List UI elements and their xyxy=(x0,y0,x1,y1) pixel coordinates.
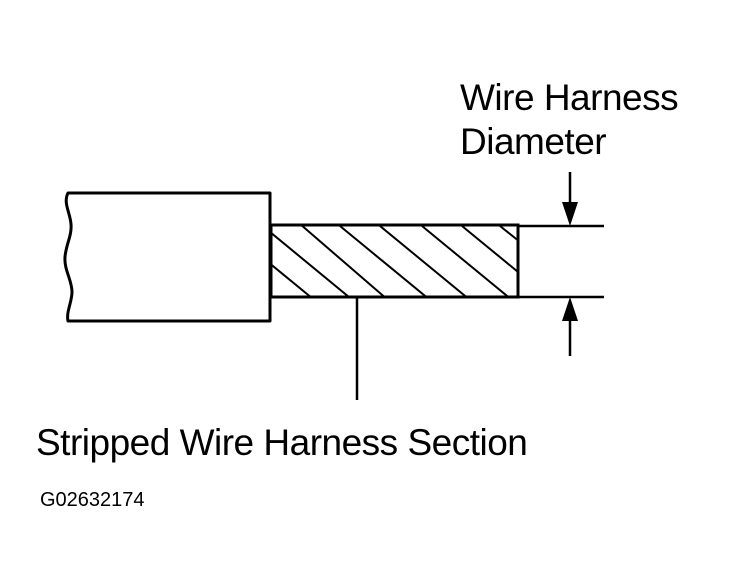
diameter-label-line2: Diameter xyxy=(460,121,607,162)
hatch-line xyxy=(271,231,351,297)
figure-id-label: G02632174 xyxy=(40,489,145,511)
hatch-line xyxy=(339,225,428,297)
dimension-arrow-bottom xyxy=(562,297,578,356)
stripped-conductor xyxy=(269,223,520,299)
hatch-line xyxy=(379,225,468,297)
dimension-arrow-top xyxy=(562,172,578,226)
hatch-line xyxy=(299,225,387,297)
hatch-line xyxy=(499,225,518,242)
stripped-section-label: Stripped Wire Harness Section xyxy=(36,422,528,463)
hatch-line xyxy=(461,225,518,274)
diameter-label-line1: Wire Harness xyxy=(460,77,679,118)
hatch-line xyxy=(421,225,510,297)
diameter-label: Wire Harness Diameter xyxy=(460,76,679,164)
insulated-wire-body xyxy=(63,191,272,323)
conductor-outline xyxy=(269,223,520,299)
